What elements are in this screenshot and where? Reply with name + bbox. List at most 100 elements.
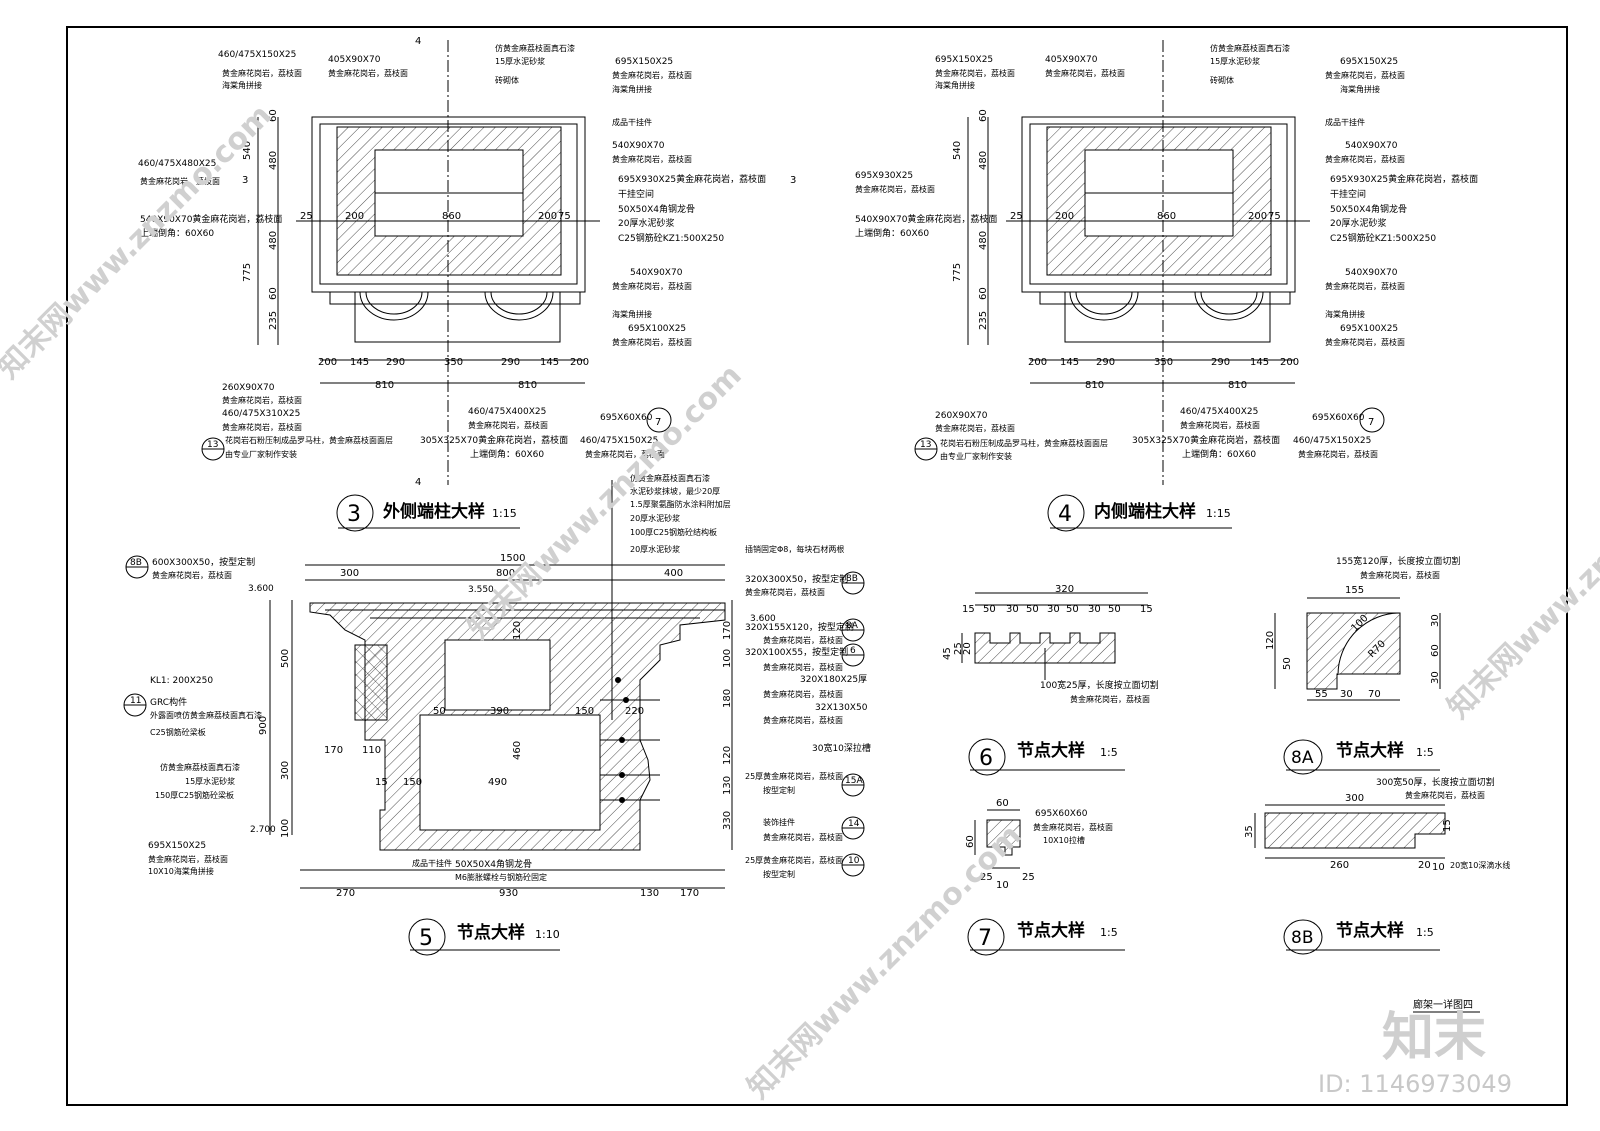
detail-5-section (269, 480, 733, 889)
d4-title-num: 4 (1058, 502, 1072, 527)
svg-text:黄金麻花岗岩，荔枝面: 黄金麻花岗岩，荔枝面 (1325, 154, 1405, 164)
svg-text:黄金麻花岗岩，荔枝面: 黄金麻花岗岩，荔枝面 (612, 337, 692, 347)
d4-title: 内侧端柱大样 (1094, 501, 1196, 522)
d4-title-circle (1047, 494, 1085, 532)
svg-text:300: 300 (280, 761, 291, 780)
svg-text:8A: 8A (846, 621, 859, 631)
svg-text:300: 300 (1345, 793, 1364, 804)
svg-text:砖砌体: 砖砌体 (1210, 75, 1234, 85)
svg-text:海棠角拼接: 海棠角拼接 (1340, 84, 1380, 94)
svg-text:黄金麻花岗岩，荔枝面: 黄金麻花岗岩，荔枝面 (763, 715, 843, 725)
d3-left-labels: 460/475X150X25 黄金麻花岗岩，荔枝面 海棠角拼接 405X90X7… (138, 50, 408, 239)
d7-label-c: 10X10拉槽 (1043, 835, 1085, 845)
svg-text:10: 10 (996, 880, 1009, 891)
d4-right-labels: 仿黄金麻荔枝面真石漆 15厚水泥砂浆 砖砌体 695X150X25 黄金麻花岗岩… (1210, 43, 1478, 347)
svg-text:460/475X400X25: 460/475X400X25 (468, 407, 546, 417)
svg-text:320X155X120，按型定制: 320X155X120，按型定制 (745, 621, 854, 633)
sheet-title: 廊架一详图四 (1413, 998, 1473, 1011)
svg-text:320X180X25厚: 320X180X25厚 (800, 674, 867, 685)
svg-text:50X50X4角钢龙骨: 50X50X4角钢龙骨 (455, 858, 532, 870)
svg-text:810: 810 (375, 380, 394, 391)
svg-text:上端倒角：60X60: 上端倒角：60X60 (1182, 448, 1256, 460)
svg-text:10: 10 (848, 856, 860, 866)
svg-text:60: 60 (965, 835, 976, 848)
svg-text:75: 75 (558, 211, 571, 222)
d4-scale: 1:15 (1206, 507, 1231, 520)
d7-label-a: 695X60X60 (1035, 809, 1088, 819)
d6-title: 节点大样 (1017, 740, 1085, 761)
detail-4-plan (967, 40, 1310, 485)
d5-right-labels: 320X300X50，按型定制 黄金麻花岗岩，荔枝面 320X155X120，按… (745, 573, 871, 879)
svg-text:按型定制: 按型定制 (763, 869, 795, 879)
svg-text:25厚黄金麻花岗岩，荔枝面: 25厚黄金麻花岗岩，荔枝面 (745, 771, 843, 781)
d8b-label-c: 20宽10深滴水线 (1450, 860, 1510, 870)
svg-text:1.5厚聚氨酯防水涂料附加层: 1.5厚聚氨酯防水涂料附加层 (630, 499, 731, 509)
svg-text:330: 330 (722, 811, 733, 830)
svg-text:540X90X70: 540X90X70 (1345, 268, 1398, 278)
d8a-title-num: 8A (1291, 748, 1314, 768)
svg-text:480: 480 (978, 151, 989, 170)
d8b-label-a: 300宽50厚，长度按立面切割 (1376, 776, 1495, 788)
svg-text:145: 145 (350, 357, 369, 368)
svg-text:仿黄金麻荔枝面真石漆: 仿黄金麻荔枝面真石漆 (160, 762, 240, 772)
svg-text:25: 25 (300, 211, 313, 222)
d4-left-labels: 695X150X25 黄金麻花岗岩，荔枝面 海棠角拼接 405X90X70 黄金… (855, 55, 1125, 239)
svg-text:130: 130 (640, 888, 659, 899)
svg-text:黄金麻花岗岩，荔枝面: 黄金麻花岗岩，荔枝面 (763, 662, 843, 672)
d5-dimensions: 1500 300 800 400 270 930 130 170 500 900… (258, 553, 733, 899)
svg-text:50: 50 (1108, 604, 1121, 615)
id-text: ID: 1146973049 (1318, 1070, 1512, 1098)
svg-text:145: 145 (1250, 357, 1269, 368)
svg-text:25: 25 (1022, 872, 1035, 883)
svg-text:60: 60 (268, 287, 279, 300)
svg-text:黄金麻花岗岩，荔枝面: 黄金麻花岗岩，荔枝面 (855, 184, 935, 194)
d5-left-labels: 600X300X50，按型定制 黄金麻花岗岩，荔枝面 KL1: 200X250 … (148, 556, 262, 876)
svg-text:20: 20 (962, 642, 973, 655)
svg-text:50X50X4角钢龙骨: 50X50X4角钢龙骨 (618, 203, 695, 215)
d3-title: 外侧端柱大样 (383, 501, 485, 522)
svg-text:460: 460 (512, 741, 523, 760)
svg-text:C25钢筋砼梁板: C25钢筋砼梁板 (150, 727, 206, 737)
watermark-text: 知末网www.znzmo.com (0, 98, 279, 386)
svg-text:砖砌体: 砖砌体 (495, 75, 519, 85)
d4-callout-7: 7 (1368, 417, 1374, 428)
svg-text:按型定制: 按型定制 (763, 785, 795, 795)
svg-text:120: 120 (1265, 631, 1276, 650)
svg-text:170: 170 (680, 888, 699, 899)
svg-text:540X90X70黄金麻花岗岩，荔枝面: 540X90X70黄金麻花岗岩，荔枝面 (140, 213, 282, 225)
svg-text:30: 30 (1006, 604, 1019, 615)
svg-text:20厚水泥砂浆: 20厚水泥砂浆 (630, 544, 680, 554)
d3-title-circle (336, 494, 374, 532)
svg-text:480: 480 (268, 151, 279, 170)
svg-text:黄金麻花岗岩，荔枝面: 黄金麻花岗岩，荔枝面 (1045, 68, 1125, 78)
svg-text:695X100X25: 695X100X25 (628, 324, 686, 334)
svg-text:695X100X25: 695X100X25 (1340, 324, 1398, 334)
svg-text:黄金麻花岗岩，荔枝面: 黄金麻花岗岩，荔枝面 (935, 68, 1015, 78)
sheet-frame (66, 26, 1568, 1106)
svg-text:14: 14 (848, 819, 860, 829)
svg-text:55: 55 (1315, 689, 1328, 700)
svg-text:仿黄金麻荔枝面真石漆: 仿黄金麻荔枝面真石漆 (495, 43, 575, 53)
svg-text:外露面喷仿黄金麻荔枝面真石漆: 外露面喷仿黄金麻荔枝面真石漆 (150, 710, 262, 720)
svg-text:20厚水泥砂浆: 20厚水泥砂浆 (618, 217, 674, 229)
d8b-title-circle (1283, 919, 1323, 955)
d4-callout-7-circle (1359, 407, 1385, 433)
svg-text:50: 50 (1026, 604, 1039, 615)
svg-text:15: 15 (1442, 819, 1453, 832)
svg-text:15A: 15A (845, 776, 863, 786)
svg-text:KL1: 200X250: KL1: 200X250 (150, 676, 213, 686)
svg-text:15厚水泥砂浆: 15厚水泥砂浆 (185, 776, 235, 786)
svg-text:695X60X60: 695X60X60 (1312, 413, 1365, 423)
svg-text:305X325X70黄金麻花岗岩，荔枝面: 305X325X70黄金麻花岗岩，荔枝面 (420, 434, 568, 446)
svg-text:810: 810 (518, 380, 537, 391)
svg-text:3.600: 3.600 (750, 614, 776, 624)
svg-text:300: 300 (340, 568, 359, 579)
svg-text:775: 775 (952, 263, 963, 282)
svg-text:460/475X310X25: 460/475X310X25 (222, 409, 300, 419)
d6-title-circle (968, 738, 1006, 776)
svg-text:290: 290 (1096, 357, 1115, 368)
svg-text:C25钢筋砼KZ1:500X250: C25钢筋砼KZ1:500X250 (618, 232, 724, 244)
d8a-title-circle (1283, 739, 1323, 775)
svg-text:仿黄金麻荔枝面真石漆: 仿黄金麻荔枝面真石漆 (1210, 43, 1290, 53)
svg-text:810: 810 (1085, 380, 1104, 391)
